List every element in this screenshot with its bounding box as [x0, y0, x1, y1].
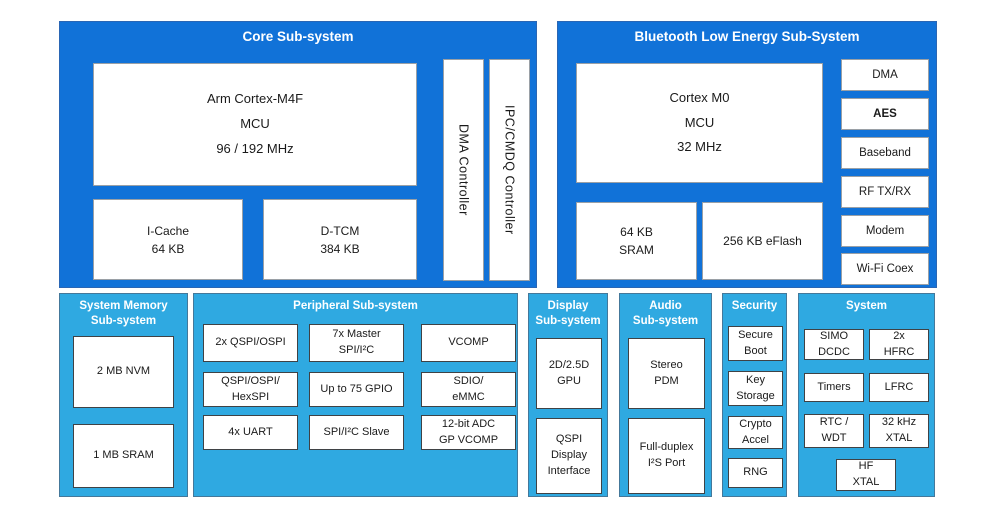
stereo-pdm-block: Stereo PDM	[628, 338, 705, 409]
sdio-emmc-block: SDIO/ eMMC	[421, 372, 516, 407]
qspi-ospi-hexspi-block: QSPI/OSPI/ HexSPI	[203, 372, 298, 407]
secure-boot-block: Secure Boot	[728, 326, 783, 361]
arm-cortex-m4f-block: Arm Cortex-M4F MCU 96 / 192 MHz	[93, 63, 417, 186]
audio-title: Audio Sub-system	[632, 300, 699, 327]
uart-block: 4x UART	[203, 415, 298, 450]
ble-rf-txrx-block: RF TX/RX	[841, 176, 929, 208]
ipc-cmdq-controller-block: IPC/CMDQ Controller	[489, 59, 530, 281]
system-title: System	[846, 300, 887, 312]
timers-block: Timers	[804, 373, 864, 402]
dtcm-block: D-TCM 384 KB	[263, 199, 417, 280]
ble-subsystem-panel: Bluetooth Low Energy Sub-System Cortex M…	[557, 21, 937, 288]
master-spi-i2c-block: 7x Master SPI/I²C	[309, 324, 404, 362]
ble-baseband-block: Baseband	[841, 137, 929, 169]
system-panel: System SIMO DCDC 2x HFRC Timers LFRC RTC…	[798, 293, 935, 497]
ble-eflash-block: 256 KB eFlash	[702, 202, 823, 280]
ble-dma-block: DMA	[841, 59, 929, 91]
ble-aes-block: AES	[841, 98, 929, 130]
core-subsystem-panel: Core Sub-system Arm Cortex-M4F MCU 96 / …	[59, 21, 537, 288]
display-panel: Display Sub-system 2D/2.5D GPU QSPI Disp…	[528, 293, 608, 497]
i2s-port-block: Full-duplex I²S Port	[628, 418, 705, 494]
cortex-m0-block: Cortex M0 MCU 32 MHz	[576, 63, 823, 183]
simo-dcdc-block: SIMO DCDC	[804, 329, 864, 360]
display-title: Display Sub-system	[535, 300, 601, 327]
hfrc-block: 2x HFRC	[869, 329, 929, 360]
peripheral-title: Peripheral Sub-system	[293, 300, 418, 312]
hf-xtal-block: HF XTAL	[836, 459, 896, 491]
qspi-ospi-block: 2x QSPI/OSPI	[203, 324, 298, 362]
ble-wifi-coex-block: Wi-Fi Coex	[841, 253, 929, 285]
peripheral-panel: Peripheral Sub-system 2x QSPI/OSPI 7x Ma…	[193, 293, 518, 497]
system-memory-title: System Memory Sub-system	[79, 300, 168, 327]
audio-panel: Audio Sub-system Stereo PDM Full-duplex …	[619, 293, 712, 497]
vcomp-block: VCOMP	[421, 324, 516, 362]
system-memory-panel: System Memory Sub-system 2 MB NVM 1 MB S…	[59, 293, 188, 497]
crypto-accel-block: Crypto Accel	[728, 416, 783, 449]
ble-sram-block: 64 KB SRAM	[576, 202, 697, 280]
lfrc-block: LFRC	[869, 373, 929, 402]
ble-subsystem-title: Bluetooth Low Energy Sub-System	[634, 29, 860, 44]
xtal-32khz-block: 32 kHz XTAL	[869, 414, 929, 448]
security-panel: Security Secure Boot Key Storage Crypto …	[722, 293, 787, 497]
adc-gp-vcomp-block: 12-bit ADC GP VCOMP	[421, 415, 516, 450]
dma-controller-block: DMA Controller	[443, 59, 484, 281]
icache-block: I-Cache 64 KB	[93, 199, 243, 280]
gpio-block: Up to 75 GPIO	[309, 372, 404, 407]
qspi-display-interface-block: QSPI Display Interface	[536, 418, 602, 494]
rng-block: RNG	[728, 458, 783, 488]
sram-block: 1 MB SRAM	[73, 424, 174, 488]
rtc-wdt-block: RTC / WDT	[804, 414, 864, 448]
nvm-block: 2 MB NVM	[73, 336, 174, 408]
spi-i2c-slave-block: SPI/I²C Slave	[309, 415, 404, 450]
key-storage-block: Key Storage	[728, 371, 783, 406]
gpu-block: 2D/2.5D GPU	[536, 338, 602, 409]
core-subsystem-title: Core Sub-system	[242, 29, 354, 44]
ble-modem-block: Modem	[841, 215, 929, 247]
security-title: Security	[731, 300, 778, 312]
